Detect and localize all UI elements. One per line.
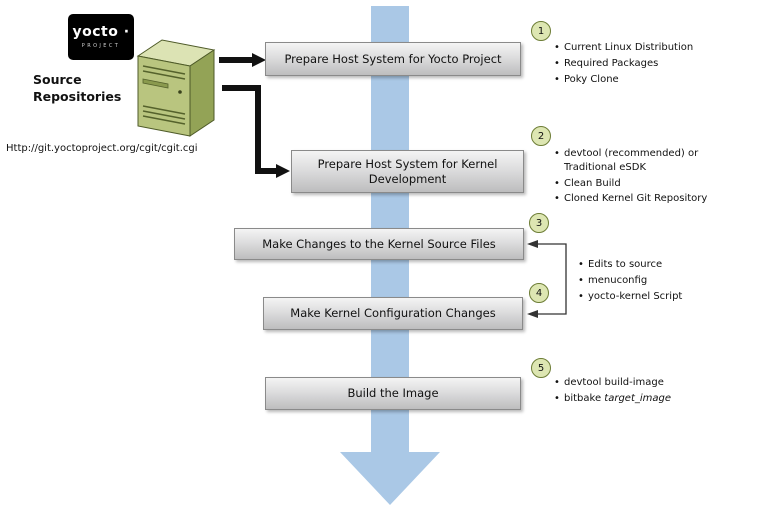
arrowhead-step2 (276, 164, 290, 178)
step-box-build-image: Build the Image (265, 377, 521, 410)
step2-bullet-list: devtool (recommended) or Traditional eSD… (553, 147, 723, 208)
arrowhead-step3 (527, 240, 538, 248)
bullet-item: Required Packages (553, 57, 753, 71)
bracket-steps-3-4 (537, 243, 567, 315)
source-repositories-label: Source Repositories (33, 72, 122, 104)
arrowhead-step4 (527, 310, 538, 318)
server-icon (136, 39, 216, 137)
arrowhead-step1 (252, 53, 266, 67)
yocto-logo-wordmark: yocto · (72, 24, 130, 41)
step-box-prepare-host-yocto: Prepare Host System for Yocto Project (265, 42, 521, 76)
yocto-logo-subtitle: PROJECT (81, 42, 121, 49)
bullet-item: Cloned Kernel Git Repository (553, 192, 723, 206)
step-number-1: 1 (531, 21, 551, 41)
step-box-make-source-changes: Make Changes to the Kernel Source Files (234, 228, 524, 260)
bullet-item: devtool (recommended) or Traditional eSD… (553, 147, 723, 175)
bullet-item: Clean Build (553, 177, 723, 191)
step5-bullet-list: devtool build-image bitbake target_image (553, 376, 753, 408)
steps3-4-shared-bullet-list: Edits to source menuconfig yocto-kernel … (577, 258, 747, 305)
step-box-make-config-changes: Make Kernel Configuration Changes (263, 297, 523, 330)
bullet-item: Edits to source (577, 258, 747, 272)
step-number-3: 3 (529, 213, 549, 233)
step-number-4: 4 (529, 283, 549, 303)
bitbake-target-image-emphasis: target_image (604, 392, 672, 404)
step-number-2: 2 (531, 126, 551, 146)
bullet-item: menuconfig (577, 274, 747, 288)
bullet-item: devtool build-image (553, 376, 753, 390)
step1-bullet-list: Current Linux Distribution Required Pack… (553, 41, 753, 88)
source-repositories-url: Http://git.yoctoproject.org/cgit/cgit.cg… (6, 143, 198, 154)
bullet-item: Current Linux Distribution (553, 41, 753, 55)
bullet-item: bitbake target_image (553, 392, 753, 406)
step-box-prepare-host-kernel: Prepare Host System for Kernel Developme… (291, 150, 524, 193)
connector-server-to-step2 (222, 85, 277, 174)
step-number-5: 5 (531, 358, 551, 378)
bullet-item: yocto-kernel Script (577, 290, 747, 304)
yocto-project-logo: yocto · PROJECT (68, 14, 134, 60)
bullet-item: Poky Clone (553, 73, 753, 87)
bitbake-text: bitbake (564, 392, 605, 404)
